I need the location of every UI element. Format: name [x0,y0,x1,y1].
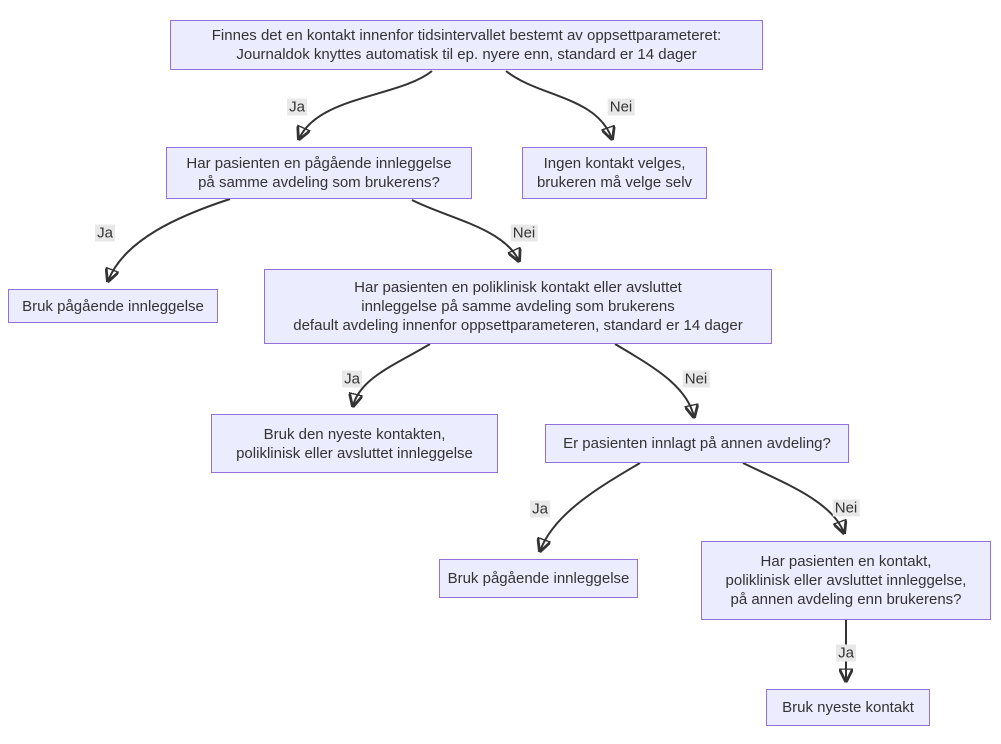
edge-label-nei-1: Nei [607,98,635,116]
edge-label-ja-5: Ja [836,644,856,662]
node-use-ongoing-admission-2: Bruk pågående innleggelse [439,559,638,598]
node-use-ongoing-admission-1: Bruk pågående innleggelse [8,289,218,323]
edge-label-nei-4: Nei [832,499,860,517]
node-text: Ingen kontakt velges, [543,155,686,172]
edge-label-ja-3: Ja [342,370,362,388]
edge-label-nei-3: Nei [682,370,710,388]
node-text: Journaldok knyttes automatisk til ep. ny… [236,46,697,63]
node-root-question: Finnes det en kontakt innenfor tidsinter… [170,20,763,70]
node-no-contact-selected: Ingen kontakt velges, brukeren må velge … [522,147,707,199]
node-outpatient-or-ended-same-dept: Har pasienten en poliklinisk kontakt ell… [264,269,772,344]
edge-root-yes [299,70,433,139]
node-text: poliklinisk eller avsluttet innleggelse, [725,572,967,589]
node-use-newest-contact: Bruk nyeste kontakt [766,689,930,726]
node-text: innleggelse på samme avdeling som bruker… [361,298,675,315]
node-text: Bruk pågående innleggelse [22,297,204,315]
node-ongoing-admission-same-dept: Har pasienten en pågående innleggelse på… [166,147,472,199]
edge-outpatient-no [614,343,694,417]
node-text: Har pasienten en poliklinisk kontakt ell… [354,279,682,296]
node-admitted-other-dept: Er pasienten innlagt på annen avdeling? [545,424,849,463]
edge-admitted-yes [540,462,641,551]
node-text: brukeren må velge selv [536,174,693,191]
node-text: på samme avdeling som brukerens? [198,174,440,191]
node-text: Bruk den nyeste kontakten, [263,425,446,443]
edge-label-nei-2: Nei [510,224,538,242]
edge-root-no [505,70,612,139]
edge-ongoing-no [411,199,519,261]
edge-outpatient-yes [353,343,431,406]
edge-label-ja-4: Ja [530,500,550,518]
node-text: default avdeling innenfor oppsettparamet… [293,317,743,334]
node-text: poliklinisk eller avsluttet innleggelse [236,444,473,462]
node-text: Bruk pågående innleggelse [447,570,630,587]
node-text: Har pasienten en kontakt, [760,553,932,570]
edge-ongoing-yes [108,198,231,281]
edge-label-ja-2: Ja [95,224,115,242]
node-contact-other-dept: Har pasienten en kontakt, poliklinisk el… [701,541,991,620]
node-use-newest-contact-outpatient: Bruk den nyeste kontakten, poliklinisk e… [211,414,498,473]
node-text: Har pasienten en pågående innleggelse [186,155,452,172]
edge-admitted-no [742,462,844,533]
edge-label-ja-1: Ja [287,98,307,116]
node-text: Finnes det en kontakt innenfor tidsinter… [211,27,722,44]
node-text: på annen avdeling enn brukerens? [730,591,962,608]
node-text: Bruk nyeste kontakt [782,699,914,716]
node-text: Er pasienten innlagt på annen avdeling? [563,435,831,452]
